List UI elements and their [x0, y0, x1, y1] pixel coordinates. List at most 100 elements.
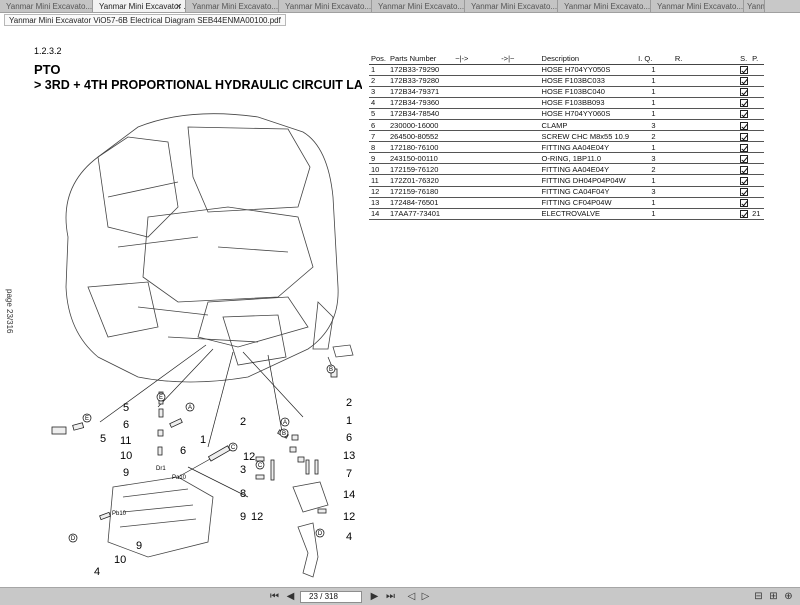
cell-pos: 6 [369, 119, 389, 132]
cell-from [453, 141, 500, 154]
fitting-part [207, 445, 231, 462]
fit-page-icon[interactable]: ⊞ [769, 591, 778, 602]
checkbox-checked[interactable] [740, 121, 749, 130]
tab-document-5[interactable]: Yanmar Mini Excavato... [372, 0, 465, 12]
checkbox-checked[interactable] [740, 188, 749, 197]
fitting-part [157, 429, 164, 437]
navigation-toolbar: ⏮ ◀ 23 / 318 ▶ ⏭ ◁ ▷ ⊟ ⊞ ⊕ [0, 587, 800, 605]
checkbox-checked[interactable] [740, 176, 749, 185]
fitting-part [158, 408, 164, 418]
cell-part-number: 243150-00110 [388, 152, 454, 165]
small-bracket [332, 344, 354, 358]
cell-pos: 5 [369, 108, 389, 120]
cell-p [750, 197, 764, 209]
checkbox-checked[interactable] [740, 99, 749, 108]
zoom-out-icon[interactable]: ⊟ [754, 591, 763, 602]
cell-checkbox [738, 108, 751, 120]
page-subtitle: > 3RD + 4TH PROPORTIONAL HYDRAULIC CIRCU… [34, 78, 362, 92]
tab-document-2[interactable]: Yanmar Mini Excavator ...✕ [93, 0, 186, 12]
part-number-label: 14 [343, 489, 355, 501]
checkbox-checked[interactable] [740, 88, 749, 97]
cell-p [750, 186, 764, 198]
checkbox-checked[interactable] [740, 110, 749, 119]
forward-icon[interactable]: ▷ [421, 591, 430, 602]
cell-part-number: 172B34-79371 [388, 86, 454, 98]
cell-remark [672, 64, 739, 76]
frame-line [137, 306, 209, 316]
close-icon[interactable]: ✕ [175, 2, 182, 11]
cell-part-number: 172B34-79360 [388, 97, 454, 109]
tab-document-6[interactable]: Yanmar Mini Excavato... [465, 0, 558, 12]
callout-circle [255, 460, 265, 470]
back-icon[interactable]: ◁ [407, 591, 416, 602]
tab-label: Yanm [747, 2, 764, 11]
checkbox-checked[interactable] [740, 165, 749, 174]
leader-line [207, 351, 234, 448]
cell-part-number: 172159-76120 [388, 163, 454, 176]
next-page-icon[interactable]: ▶ [370, 591, 379, 602]
cell-pos: 14 [369, 208, 389, 220]
fitting-part [72, 422, 85, 431]
tab-label: Yanmar Mini Excavato... [657, 2, 744, 11]
header-pos: Pos. [369, 53, 389, 65]
part-number-label: 10 [114, 554, 126, 566]
cell-description: FITTING AA04E04Y [539, 163, 637, 176]
fitting-part [314, 459, 319, 475]
cell-to [499, 163, 540, 176]
part-number-label: 9 [123, 467, 129, 479]
fitting-part [255, 456, 265, 462]
callout-circle [82, 413, 92, 423]
part-number-label: 6 [180, 445, 186, 457]
tab-label: Yanmar Mini Excavato... [285, 2, 372, 11]
cell-checkbox [738, 163, 751, 176]
port-label-dr1: Dr1 [156, 466, 166, 472]
checkbox-checked[interactable] [740, 66, 749, 75]
checkbox-checked[interactable] [740, 154, 749, 163]
first-page-icon[interactable]: ⏮ [270, 591, 279, 602]
cell-from [453, 75, 500, 87]
excavator-frame-detail [87, 281, 159, 338]
page-title: PTO [34, 62, 61, 77]
callout-circle [68, 533, 78, 543]
tab-document-3[interactable]: Yanmar Mini Excavato... [186, 0, 279, 12]
callout-letter: C [231, 445, 236, 451]
checkbox-checked[interactable] [740, 210, 749, 219]
cell-p [750, 152, 764, 165]
previous-page-icon[interactable]: ◀ [286, 591, 295, 602]
tab-document-7[interactable]: Yanmar Mini Excavato... [558, 0, 651, 12]
tab-document-8[interactable]: Yanmar Mini Excavato... [651, 0, 744, 12]
port-label-pb10: Pb10 [112, 511, 127, 517]
callout-letter: E [85, 416, 89, 422]
part-number-label: 6 [123, 419, 129, 431]
cell-part-number: 172180-76100 [388, 141, 454, 154]
page-number-input[interactable]: 23 / 318 [300, 591, 362, 603]
callout-circle [280, 417, 290, 427]
checkbox-checked[interactable] [740, 77, 749, 86]
callout-letter: A [283, 420, 287, 426]
part-number-label: 5 [100, 433, 106, 445]
checkbox-checked[interactable] [740, 143, 749, 152]
checkbox-checked[interactable] [740, 199, 749, 208]
zoom-in-icon[interactable]: ⊕ [784, 591, 793, 602]
cell-qty: 1 [636, 208, 673, 220]
tab-document-1[interactable]: Yanmar Mini Excavato... [0, 0, 93, 12]
checkbox-checked[interactable] [740, 132, 749, 141]
page-number-label: page 23/316 [5, 289, 14, 334]
fitting-part [297, 456, 305, 463]
tab-document-9[interactable]: Yanm [744, 0, 765, 12]
cell-qty: 1 [636, 86, 673, 98]
part-number-label: 9 [136, 540, 142, 552]
header-to: ->|~ [499, 53, 540, 65]
last-page-icon[interactable]: ⏭ [386, 591, 395, 602]
cell-from [453, 97, 500, 109]
parts-table: Pos. Parts Number ~|-> ->|~ Description … [369, 53, 764, 220]
cell-from [453, 152, 500, 165]
cell-p: 21 [750, 208, 764, 220]
tab-document-4[interactable]: Yanmar Mini Excavato... [279, 0, 372, 12]
cell-from [453, 174, 500, 187]
